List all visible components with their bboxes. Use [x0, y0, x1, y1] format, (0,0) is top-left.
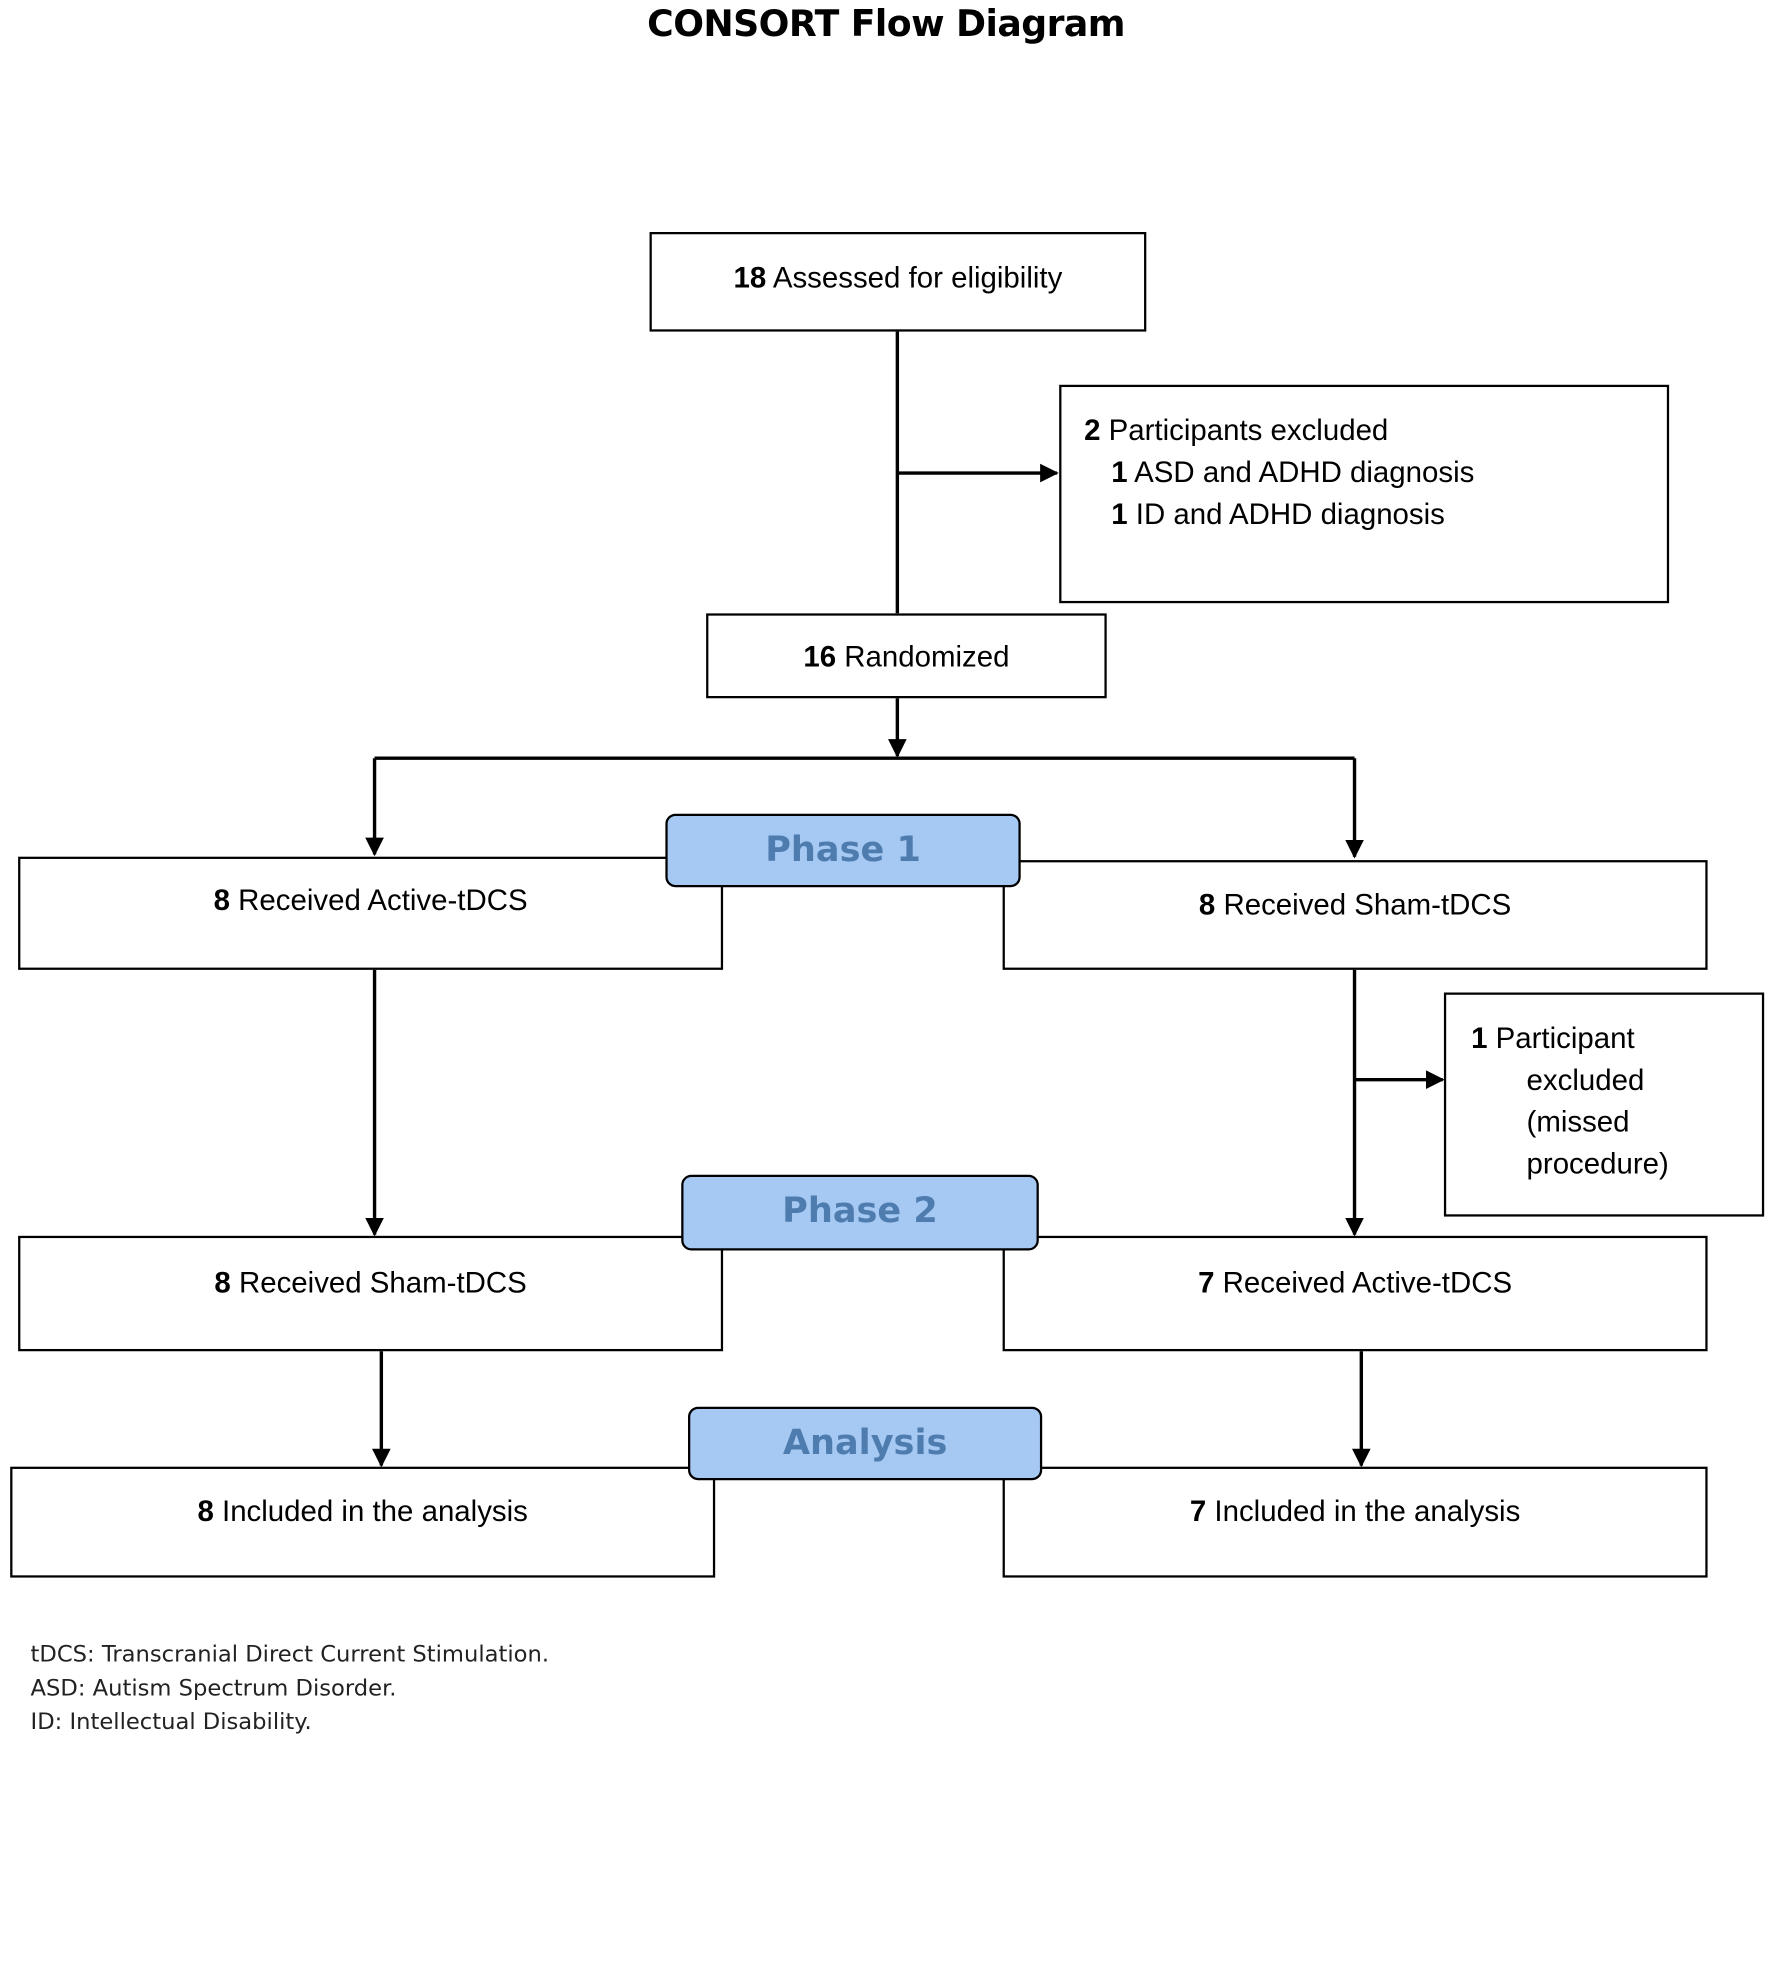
- phase1-left-box: 8 Received Active-tDCS: [18, 856, 724, 970]
- footnote: tDCS: Transcranial Direct Current Stimul…: [30, 1639, 550, 1667]
- analysis-right-box: 7 Included in the analysis: [1002, 1466, 1708, 1578]
- phase1-left-count: 8: [213, 882, 230, 917]
- excluded2-line: 1 Participant: [1471, 1017, 1762, 1059]
- eligibility-count: 18: [733, 260, 767, 295]
- phase2-right-count: 7: [1198, 1265, 1215, 1300]
- excluded-reason-count: 1: [1111, 496, 1128, 531]
- analysis-left-label: Included in the analysis: [222, 1493, 528, 1528]
- excluded-reason: 1 ID and ADHD diagnosis: [1084, 493, 1667, 535]
- eligibility-label: Assessed for eligibility: [772, 260, 1063, 295]
- excluded2-text: Participant: [1495, 1020, 1635, 1055]
- analysis-right-label: Included in the analysis: [1214, 1493, 1521, 1528]
- phase2-left-box: 8 Received Sham-tDCS: [18, 1235, 724, 1352]
- excluded2-count: 1: [1471, 1020, 1488, 1055]
- phase1-right-box: 8 Received Sham-tDCS: [1002, 860, 1708, 970]
- excluded-count: 2: [1084, 413, 1101, 448]
- excluded2-text: procedure): [1526, 1146, 1669, 1181]
- excluded-header: 2 Participants excluded: [1084, 410, 1667, 452]
- phase2-badge: Phase 2: [681, 1174, 1039, 1251]
- randomized-box: 16 Randomized: [706, 613, 1107, 699]
- phase2-right-label: Received Active-tDCS: [1222, 1265, 1513, 1300]
- excluded-reason-count: 1: [1111, 454, 1128, 489]
- excluded-label: Participants excluded: [1108, 413, 1389, 448]
- excluded2-box: 1 Participant excluded (missed procedure…: [1443, 992, 1765, 1217]
- phase1-right-label: Received Sham-tDCS: [1223, 887, 1512, 922]
- eligibility-box: 18 Assessed for eligibility: [649, 231, 1147, 332]
- phase2-left-count: 8: [214, 1265, 231, 1300]
- footnote: ID: Intellectual Disability.: [30, 1707, 312, 1735]
- randomized-count: 16: [803, 639, 837, 674]
- phase2-left-label: Received Sham-tDCS: [238, 1265, 527, 1300]
- footnote: ASD: Autism Spectrum Disorder.: [30, 1673, 397, 1701]
- excluded-reason: 1 ASD and ADHD diagnosis: [1084, 452, 1667, 494]
- connector-lines: [365, 330, 1445, 1468]
- analysis-badge: Analysis: [688, 1406, 1043, 1481]
- excluded-box: 2 Participants excluded 1 ASD and ADHD d…: [1059, 384, 1670, 604]
- diagram-title: CONSORT Flow Diagram: [647, 2, 1125, 46]
- analysis-left-box: 8 Included in the analysis: [10, 1466, 716, 1578]
- analysis-left-count: 8: [197, 1493, 214, 1528]
- excluded2-text: excluded: [1526, 1062, 1645, 1097]
- analysis-right-count: 7: [1189, 1493, 1207, 1528]
- phase2-right-box: 7 Received Active-tDCS: [1002, 1235, 1708, 1352]
- excluded-reason-label: ID and ADHD diagnosis: [1135, 496, 1445, 531]
- phase1-left-label: Received Active-tDCS: [238, 882, 528, 917]
- phase1-right-count: 8: [1198, 887, 1216, 922]
- phase1-badge: Phase 1: [665, 813, 1021, 888]
- excluded-reason-label: ASD and ADHD diagnosis: [1134, 454, 1475, 489]
- excluded2-text: (missed: [1526, 1104, 1630, 1139]
- randomized-label: Randomized: [844, 639, 1010, 674]
